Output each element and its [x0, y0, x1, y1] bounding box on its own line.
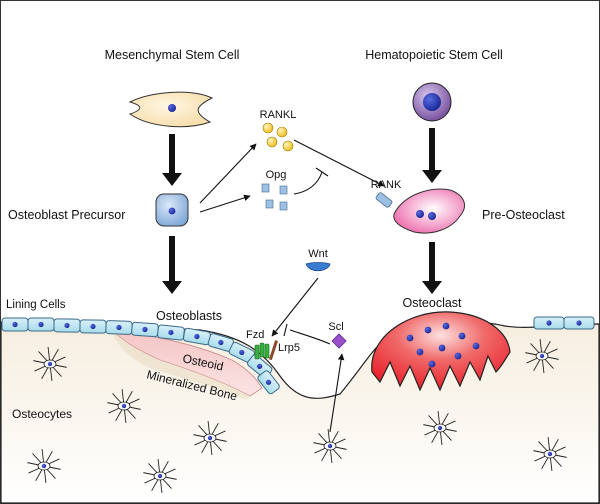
- lining-cell: [157, 324, 185, 341]
- osteocyte: [423, 411, 457, 445]
- lining-cell: [1, 317, 29, 332]
- osteocyte: [193, 421, 227, 455]
- lining-cell: [105, 320, 133, 335]
- osteocyte: [533, 437, 567, 471]
- osteoclast-cell: [371, 311, 511, 392]
- hsc-label: Hematopoietic Stem Cell: [365, 48, 503, 62]
- osteocyte: [143, 459, 177, 493]
- lining-cells-label: Lining Cells: [6, 299, 66, 311]
- rank-receptor: [375, 192, 393, 208]
- pre-osteoclast-label: Pre-Osteoclast: [482, 208, 565, 222]
- differentiation-arrows: [162, 128, 442, 294]
- osteocytes-group: [27, 339, 567, 493]
- lrp5-label: Lrp5: [278, 342, 300, 354]
- lining-cell: [207, 333, 234, 352]
- msc-label: Mesenchymal Stem Cell: [105, 48, 240, 62]
- osteoblast-precursor-label: Osteoblast Precursor: [8, 208, 125, 222]
- osteoblasts-label: Osteoblasts: [156, 309, 222, 323]
- lining-cells-right: [533, 316, 595, 330]
- osteocyte: [27, 449, 61, 483]
- scl-protein: [331, 333, 347, 349]
- fzd-label: Fzd: [246, 329, 264, 341]
- lrp5-receptor: [268, 340, 278, 361]
- osteocyte: [33, 347, 67, 381]
- osteocyte: [525, 339, 559, 373]
- hematopoietic-stem-cell: [412, 82, 452, 122]
- lining-cell: [27, 317, 55, 332]
- osteocyte: [107, 389, 141, 423]
- pre-osteoclast-cell: [375, 188, 465, 234]
- osteocyte: [313, 429, 347, 463]
- osteocytes-label: Osteocytes: [12, 407, 72, 421]
- osteoblast-precursor-cell: [155, 193, 189, 227]
- scl-label: Scl: [328, 321, 343, 333]
- lining-cell: [53, 318, 81, 333]
- signaling-arrows: [199, 139, 385, 433]
- lining-cell: [79, 319, 107, 334]
- rankl-label: RANKL: [260, 109, 297, 121]
- osteoclast-label: Osteoclast: [402, 296, 462, 310]
- mesenchymal-stem-cell: [128, 91, 214, 128]
- lining-cell: [257, 370, 280, 395]
- fzd-receptor: [254, 342, 270, 360]
- opg-ligands: [261, 183, 288, 211]
- wnt-ligand: [305, 262, 331, 272]
- wnt-label: Wnt: [308, 248, 328, 260]
- lining-cell: [182, 327, 211, 346]
- rank-label: RANK: [371, 179, 402, 191]
- lining-cell: [131, 321, 159, 338]
- opg-label: Opg: [266, 169, 287, 181]
- mineralized-bone-band: [112, 330, 250, 400]
- rankl-ligands: [262, 122, 294, 152]
- osteoid-layer: [110, 329, 263, 397]
- lining-cells-row: [1, 317, 280, 395]
